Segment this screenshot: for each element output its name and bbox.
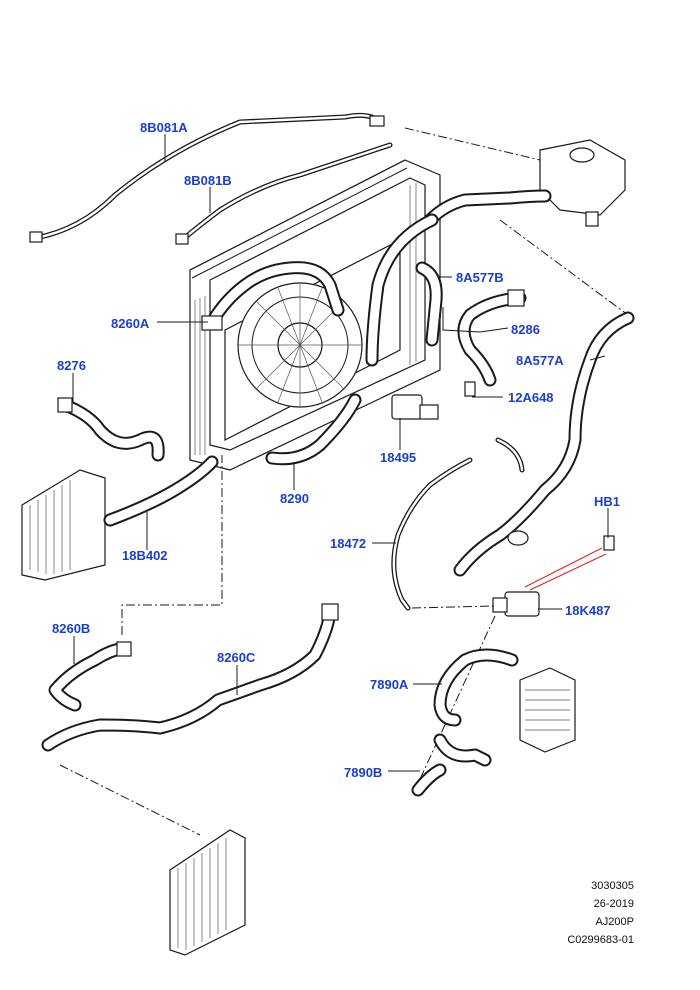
expansion-tank	[404, 127, 629, 316]
hose-8260A	[201, 261, 345, 331]
hose-8276	[57, 397, 165, 462]
label-8B081B: 8B081B	[184, 173, 232, 188]
hose-8260C	[41, 603, 339, 752]
pipe-18B402	[103, 455, 219, 527]
label-8B081A: 8B081A	[140, 120, 188, 135]
footer-line-3: AJ200P	[595, 916, 634, 928]
hose-upper-tank	[365, 189, 552, 367]
label-8260C: 8260C	[217, 650, 256, 665]
charge-air-cooler	[21, 469, 106, 581]
hose-7890A	[433, 648, 519, 727]
label-8A577A: 8A577A	[516, 353, 564, 368]
label-8A577B: 8A577B	[456, 270, 504, 285]
label-7890A: 7890A	[370, 677, 409, 692]
valve-18K487	[411, 547, 607, 791]
label-12A648: 12A648	[508, 390, 554, 405]
harness-8B081B	[175, 142, 393, 245]
hose-8A577B	[415, 261, 443, 347]
label-8276: 8276	[57, 358, 86, 373]
harness-8B081A	[29, 112, 385, 243]
footer-line-2: 26-2019	[593, 898, 634, 910]
bolt-HB1	[603, 535, 615, 551]
hose-8A577A	[453, 311, 635, 577]
label-8260A: 8260A	[111, 316, 150, 331]
oil-cooler	[519, 667, 576, 753]
ref-line-radiator	[59, 764, 201, 836]
leader-lines	[72, 134, 609, 772]
label-18472: 18472	[330, 536, 367, 551]
sensor-12A648	[464, 381, 476, 397]
hose-8290	[265, 393, 362, 466]
label-18495: 18495	[380, 450, 417, 465]
label-7890B: 7890B	[344, 765, 383, 780]
label-18K487: 18K487	[565, 603, 611, 618]
lower-radiator	[169, 829, 246, 956]
label-18B402: 18B402	[122, 548, 168, 563]
footer-line-4: C0299683-01	[567, 934, 634, 946]
label-8290: 8290	[280, 491, 309, 506]
radiator-fan-module	[189, 159, 441, 471]
sensor-18495	[391, 394, 439, 420]
pipe-18472	[391, 437, 525, 611]
hose-8260B	[48, 641, 132, 712]
hose-7890B	[411, 733, 492, 797]
label-8286: 8286	[511, 322, 540, 337]
label-8260B: 8260B	[52, 621, 91, 636]
label-HB1: HB1	[594, 494, 621, 509]
footer-line-1: 3030305	[591, 880, 634, 892]
ref-line-lower	[121, 455, 223, 635]
